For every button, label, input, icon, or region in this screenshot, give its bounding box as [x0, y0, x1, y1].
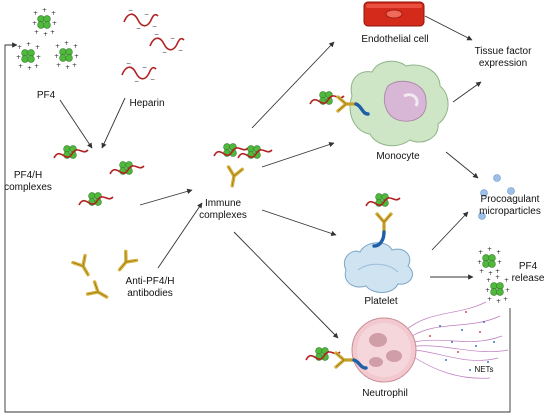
pf4-group — [16, 7, 79, 72]
label-pf4: PF4 — [36, 90, 56, 101]
label-tissue-factor: Tissue factor expression — [474, 46, 532, 69]
label-procoagulant: Procoagulant microparticles — [479, 194, 541, 217]
label-endothelial-cell: Endothelial cell — [361, 34, 429, 45]
arrow-immune-to-monocyte — [261, 141, 335, 168]
microparticles-glyph — [478, 174, 515, 220]
endothelial-cell-glyph — [363, 1, 425, 27]
pf4-release-glyph — [477, 246, 510, 305]
label-platelet: Platelet — [364, 296, 398, 307]
arrow-heparin-to-complexes — [101, 97, 126, 149]
neutrophil-glyph — [306, 301, 509, 383]
monocyte-glyph — [310, 60, 449, 147]
heparin-group — [122, 7, 184, 85]
arrow-complexes-to-immune — [139, 188, 193, 206]
arrows — [4, 15, 511, 413]
arrow-immune-to-endothelial — [251, 41, 335, 129]
arrow-monocyte-to-tf — [452, 81, 482, 103]
arrow-immune-to-neutrophil — [233, 231, 339, 339]
nets-dots — [439, 321, 495, 371]
platelet-glyph — [344, 194, 413, 293]
nets-red-dots — [429, 311, 481, 353]
label-monocyte: Monocyte — [376, 151, 420, 162]
label-nets: NETs — [474, 365, 494, 374]
label-heparin: Heparin — [129, 98, 165, 109]
arrow-endothelial-to-tf — [424, 15, 473, 41]
arrow-platelet-to-microparticles — [431, 211, 469, 251]
nets-fibers — [405, 301, 509, 379]
arrow-immune-to-platelet — [261, 209, 337, 237]
label-neutrophil: Neutrophil — [362, 388, 408, 399]
label-pf4-release: PF4 release — [511, 261, 545, 284]
arrow-antibodies-to-immune — [157, 202, 203, 269]
label-immune-complexes: Immune complexes — [199, 198, 247, 221]
label-anti-pf4h: Anti-PF4/H antibodies — [125, 276, 175, 299]
feedback-loop-arrow — [4, 42, 511, 413]
immune-complexes-glyph — [214, 144, 272, 189]
label-pf4h-complexes: PF4/H complexes — [4, 170, 52, 193]
arrow-pf4-to-complexes — [59, 99, 93, 149]
pf4h-complexes-group — [54, 146, 144, 206]
arrow-monocyte-to-microparticles — [445, 151, 479, 179]
